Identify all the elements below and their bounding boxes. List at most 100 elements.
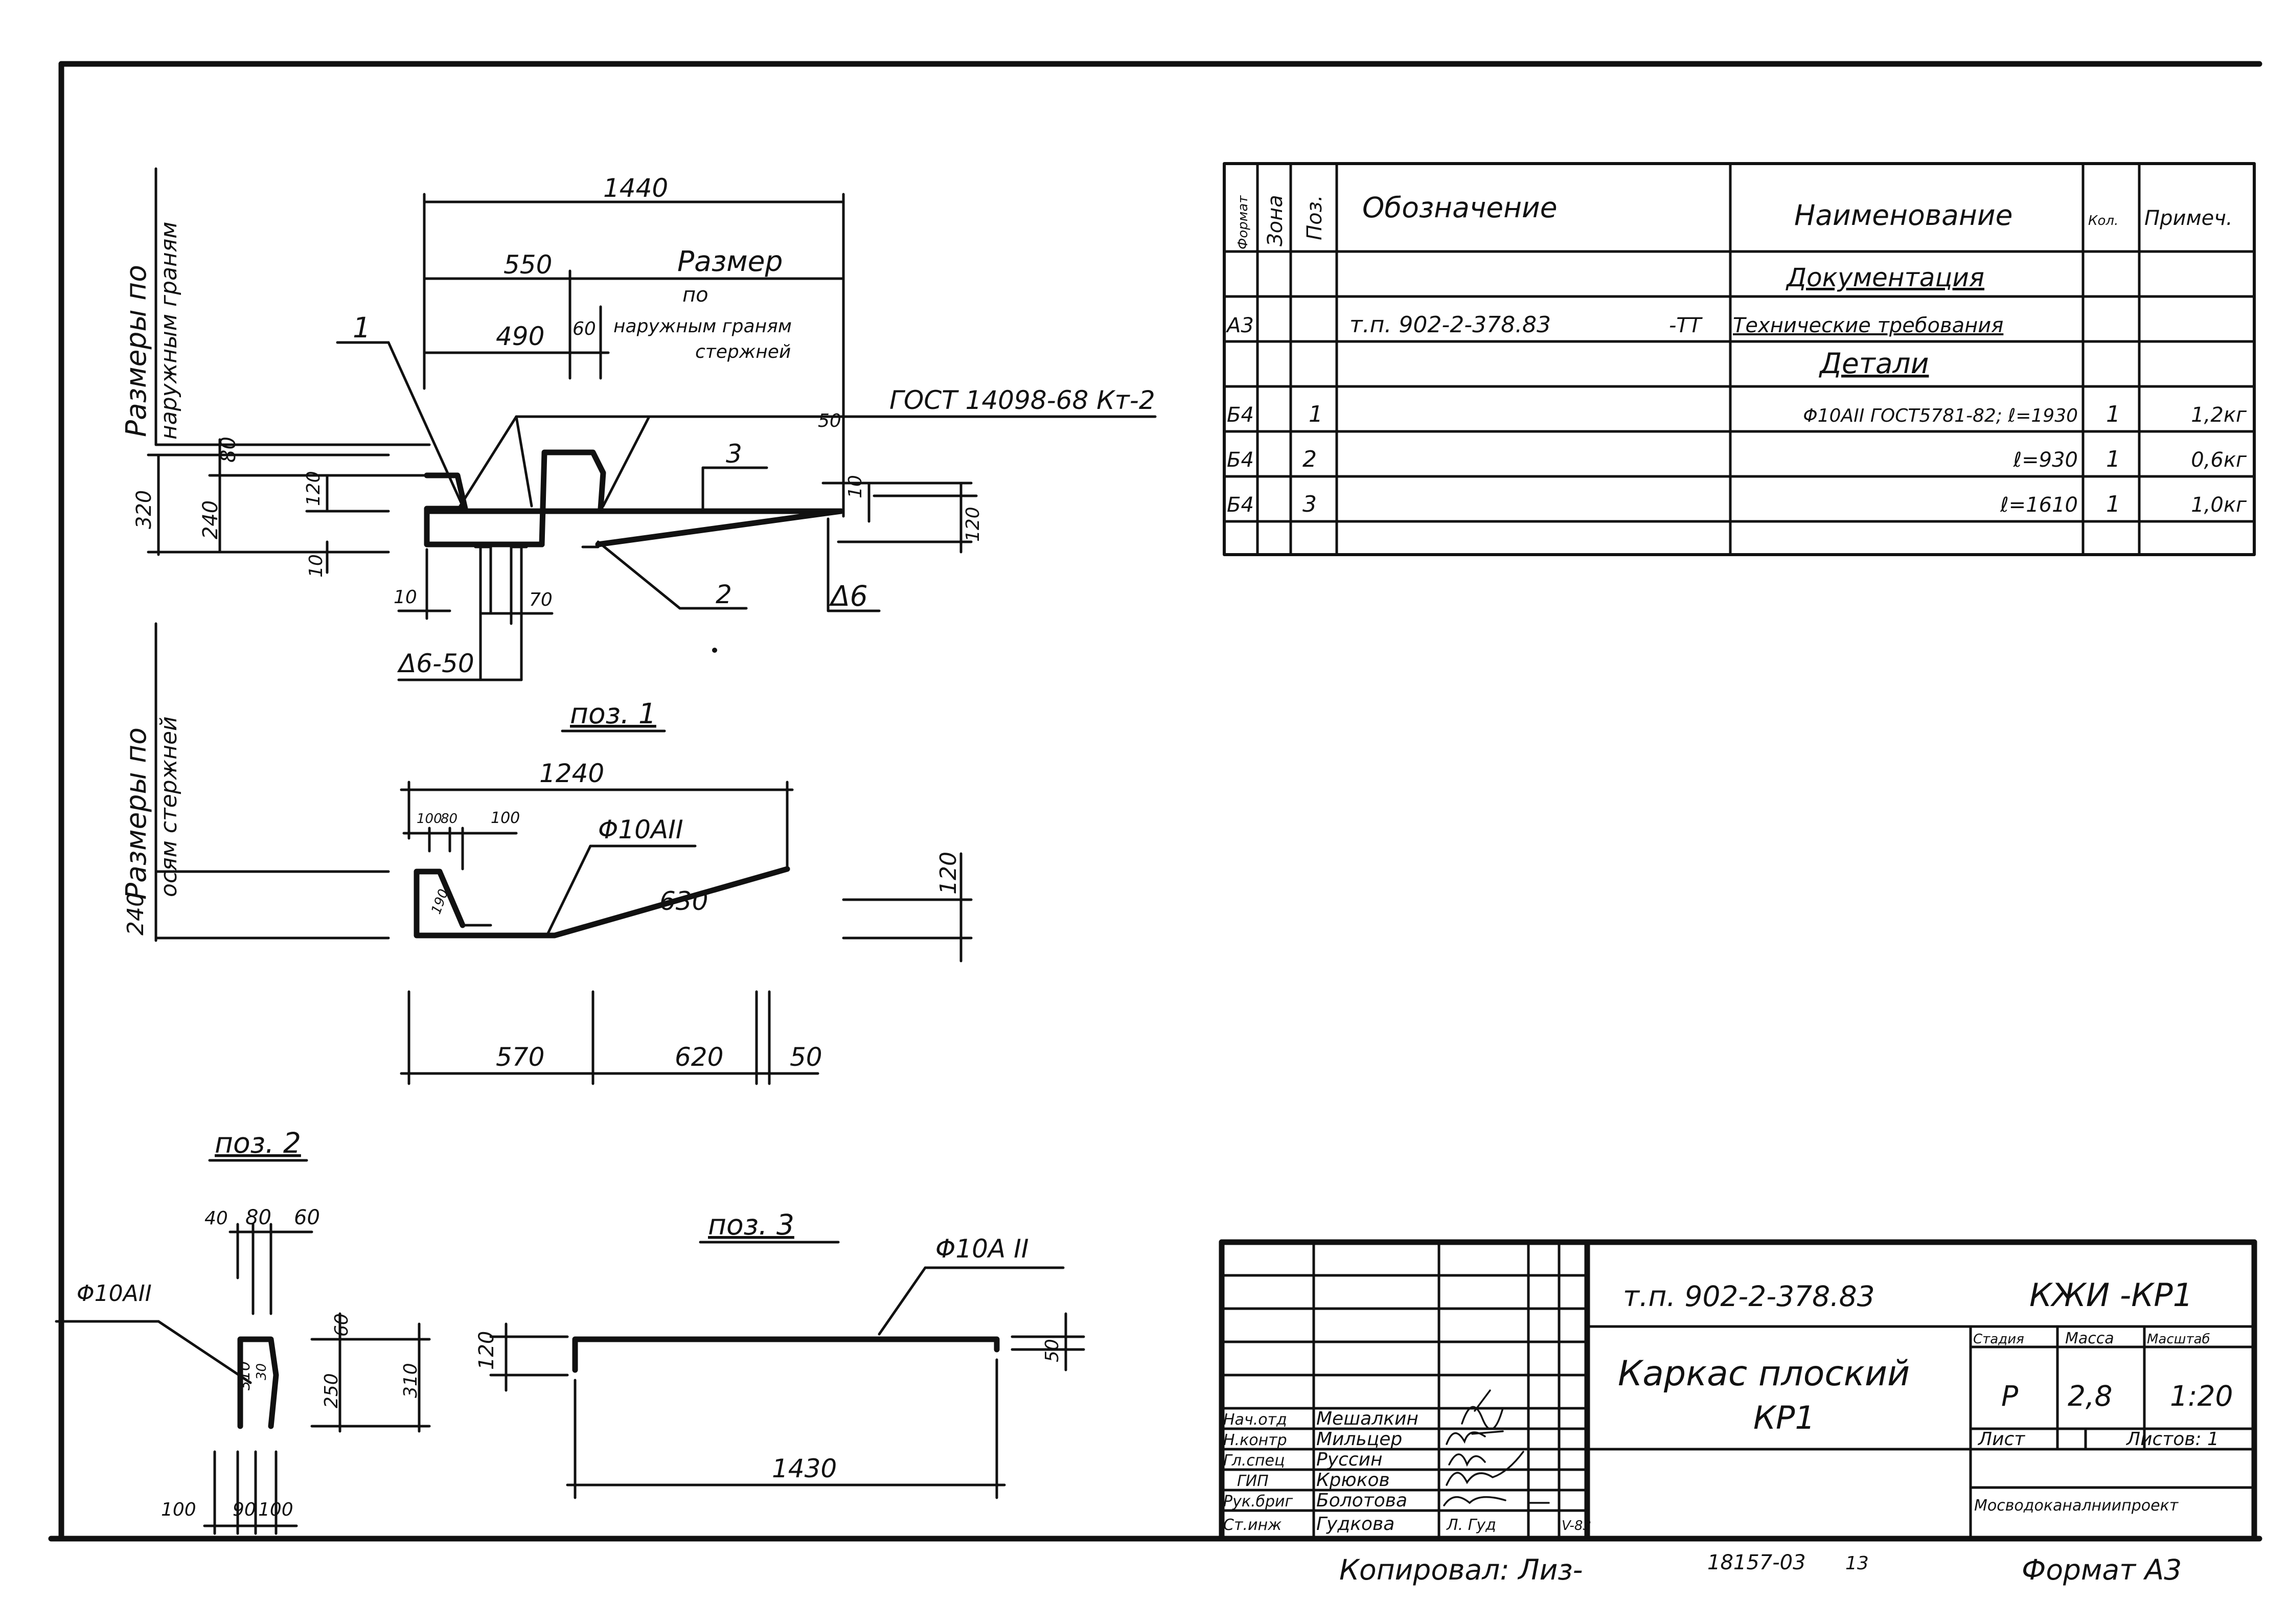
dim-1440: 1440: [603, 173, 668, 203]
dim-10c: 10: [845, 475, 866, 498]
pos2-dim-310a: 310: [236, 1361, 254, 1390]
spec-row5-name: ℓ=1610: [2000, 493, 2078, 517]
tb-name-0: Мешалкин: [1316, 1408, 1418, 1429]
pos3-bar: Φ10А II: [935, 1234, 1029, 1264]
pos1-dim-190: 190: [428, 887, 451, 916]
pos3-title: поз. 3: [708, 1208, 794, 1241]
dim-120: 120: [303, 471, 324, 506]
pos2-dim-40: 40: [204, 1208, 228, 1229]
pos1-view: поз. 1 Размеры по осям стержней 240 1240…: [120, 622, 973, 1085]
tb-name-2: КР1: [1753, 1399, 1815, 1436]
spec-header-note: Примеч.: [2144, 207, 2233, 230]
note-size-2: по: [682, 283, 708, 307]
leader-1: 1: [353, 311, 371, 344]
spec-section-documentation: Документация: [1786, 263, 1984, 292]
signature-mark: [1446, 1451, 1524, 1486]
pos2-dim-30: 30: [254, 1363, 269, 1380]
spec-header-designation: Обозначение: [1362, 191, 1558, 224]
tb-designation: т.п. 902-2-378.83: [1623, 1280, 1875, 1313]
footer-sheet-no: 13: [1845, 1553, 1869, 1574]
dim-60: 60: [573, 318, 596, 339]
signature-mark: [1443, 1496, 1550, 1506]
spec-row1-designation-suffix: -ТТ: [1669, 314, 1703, 337]
spec-row4-format: Б4: [1227, 448, 1254, 472]
tb-stage: Р: [2001, 1380, 2019, 1412]
weld-left: Δ6-50: [397, 649, 474, 678]
pos1-bar: Φ10АII: [598, 815, 683, 844]
weld-gost: ГОСТ 14098-68 Кт-2: [889, 385, 1155, 415]
tb-mass-label: Масса: [2065, 1330, 2114, 1347]
pos1-dim-1240: 1240: [539, 759, 604, 788]
spec-row5-note: 1,0кг: [2191, 493, 2247, 517]
pos2-bar: Φ10АII: [77, 1280, 152, 1307]
tb-scale-label: Масштаб: [2147, 1332, 2210, 1347]
pos1-dim-80: 80: [441, 811, 457, 827]
dim-120b: 120: [963, 507, 983, 542]
tb-code: КЖИ -КР1: [2029, 1276, 2193, 1314]
pos3-dim-50: 50: [1042, 1339, 1063, 1362]
assembly-side-label-1: Размеры по: [120, 265, 152, 437]
tb-role-5: Ст.инж: [1223, 1516, 1282, 1534]
pos3-view: поз. 3 Φ10А II 120 50 1430: [475, 1208, 1085, 1499]
signature-mark: [1448, 1453, 1486, 1467]
spec-row3-name: Φ10АII ГОСТ5781-82; ℓ=1930: [1803, 405, 2078, 426]
dim-50: 50: [818, 410, 841, 431]
pos2-title: поз. 2: [215, 1127, 301, 1159]
spec-table: Формат Зона Поз. Обозначение Наименовани…: [1223, 162, 2256, 556]
pos3-dim-120: 120: [475, 1331, 498, 1370]
weld-right: Δ6: [829, 580, 868, 612]
spec-row5-format: Б4: [1227, 493, 1254, 517]
signature-mark: [1461, 1389, 1504, 1430]
spec-row4-pos: 2: [1302, 446, 1317, 472]
tb-role-3: ГИП: [1237, 1472, 1269, 1490]
spec-row3-qty: 1: [2106, 401, 2120, 427]
tb-scale: 1:20: [2170, 1380, 2233, 1412]
spec-row3-format: Б4: [1227, 403, 1254, 427]
spec-section-details: Детали: [1818, 347, 1929, 380]
tb-name-5: Гудкова: [1316, 1514, 1394, 1535]
title-block: т.п. 902-2-378.83 КЖИ -КР1 Каркас плоски…: [1219, 1239, 2257, 1542]
pos2-dim-60: 60: [294, 1206, 320, 1229]
tb-name-3: Крюков: [1316, 1470, 1390, 1491]
tb-org: Мосводоканалниипроект: [1974, 1497, 2179, 1515]
note-size-1: Размер: [677, 245, 783, 278]
pos1-dim-630: 630: [659, 886, 708, 916]
spec-row1-format: А3: [1225, 314, 1254, 337]
pos2-dim-100a: 100: [161, 1499, 196, 1520]
pos3-dim-1430: 1430: [772, 1454, 837, 1483]
tb-role-0: Нач.отд: [1223, 1411, 1287, 1429]
spec-header-qty: Кол.: [2088, 213, 2118, 228]
signature-mark: [1446, 1430, 1504, 1445]
pos1-side-label-1: Размеры по: [120, 727, 152, 900]
tb-date-5: V-83: [1562, 1518, 1591, 1534]
note-size-4: стержней: [695, 341, 791, 362]
spec-header-pos: Поз.: [1303, 195, 1326, 240]
pos1-title: поз. 1: [570, 697, 656, 730]
dim-80: 80: [217, 437, 240, 463]
tb-sheet-label: Лист: [1977, 1429, 2025, 1450]
tb-name-1: Каркас плоский: [1618, 1354, 1910, 1394]
dim-10a: 10: [306, 554, 327, 578]
pos1-dim-50: 50: [790, 1042, 822, 1072]
spec-row1-designation: т.п. 902-2-378.83: [1349, 312, 1551, 338]
spec-header-zone: Зона: [1264, 195, 1287, 246]
pos2-dim-80: 80: [245, 1206, 271, 1229]
pos2-dim-100b: 100: [258, 1499, 293, 1520]
pos2-dim-250: 250: [321, 1373, 342, 1408]
footer-format: Формат А3: [2022, 1553, 2182, 1586]
footer-copied: Копировал: Лиз-: [1339, 1553, 1583, 1586]
spec-row3-pos: 1: [1309, 401, 1323, 427]
spec-row1-name: Технические требования: [1733, 314, 2003, 337]
tb-name-4: Болотова: [1316, 1490, 1407, 1511]
pos2-dim-310b: 310: [400, 1363, 421, 1398]
pos1-dim-100a: 100: [417, 811, 442, 827]
dim-70: 70: [529, 589, 553, 610]
pos2-dim-60b: 60: [331, 1313, 352, 1337]
spec-row4-note: 0,6кг: [2191, 448, 2247, 472]
dim-240: 240: [199, 500, 222, 539]
tb-sheets-label: Листов: 1: [2125, 1429, 2219, 1450]
tb-name-2: Руссин: [1316, 1449, 1383, 1470]
spec-header-format: Формат: [1235, 195, 1251, 249]
tb-role-2: Гл.спец: [1223, 1452, 1285, 1470]
